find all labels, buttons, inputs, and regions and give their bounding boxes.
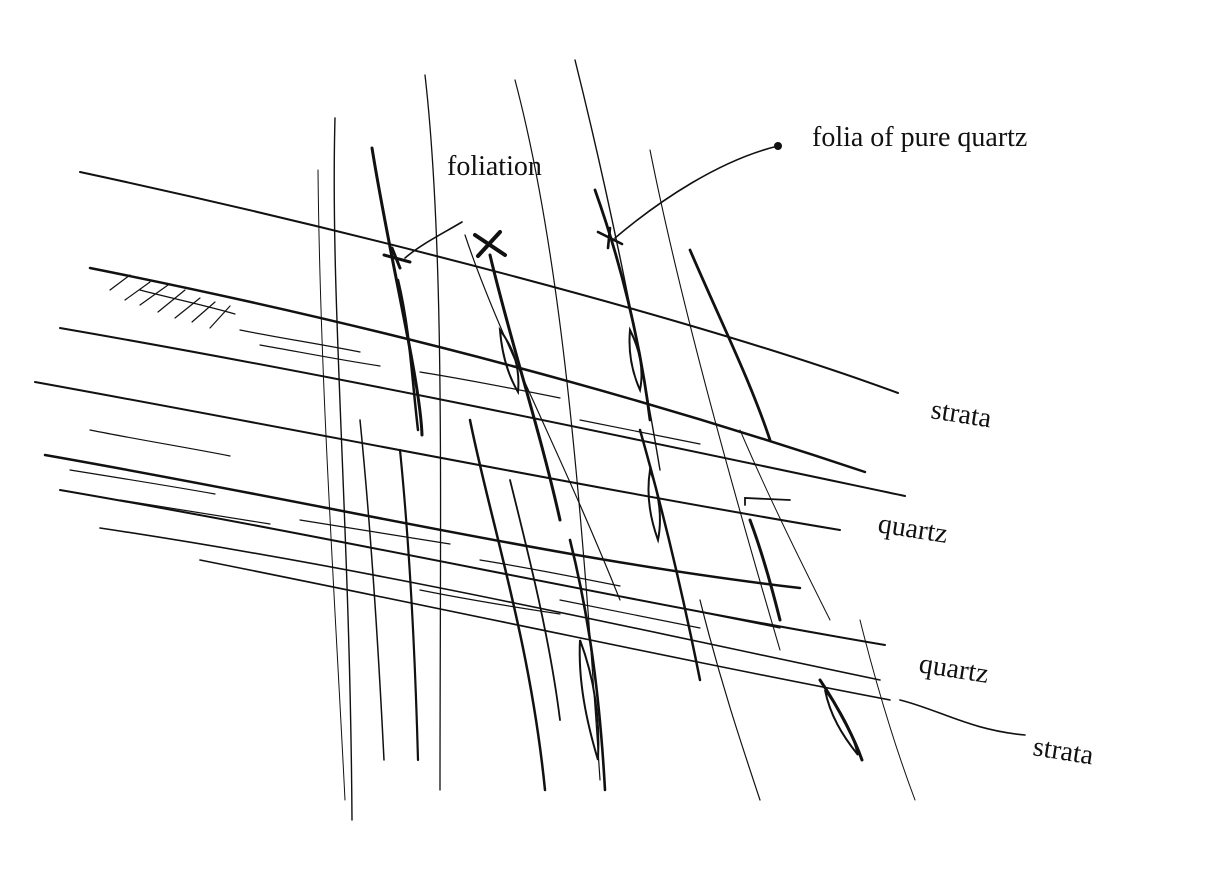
foliation-line [488, 253, 562, 522]
quartz-lens [578, 639, 600, 761]
quartz-lens [824, 689, 859, 756]
hatch [109, 274, 131, 291]
foliation-line [464, 234, 621, 601]
hatch [419, 589, 561, 615]
folia-quartz-leader-dot [774, 142, 782, 150]
foliation-line [568, 538, 607, 792]
foliation-line [396, 278, 420, 432]
strata-lower-leader [899, 699, 1026, 736]
quartz-lens [628, 326, 643, 394]
markers [382, 226, 624, 270]
hatch [559, 599, 701, 629]
foliation-line [370, 146, 424, 437]
hatch [69, 469, 216, 495]
label-foliation: foliation [447, 151, 542, 182]
label-folia-of-pure-quartz: folia of pure quartz [812, 122, 1027, 153]
foliation-lines [317, 59, 916, 821]
hatch [124, 281, 151, 301]
foliation-line [748, 518, 782, 622]
foliation-line [593, 188, 652, 422]
label-strata-lower: strata [1031, 731, 1096, 771]
marker-foliation-left [382, 246, 412, 270]
quartz-lenses [498, 326, 859, 761]
foliation-line [359, 419, 385, 761]
foliation-leader [404, 221, 463, 259]
foliation-line [317, 169, 346, 801]
hatch [139, 289, 236, 315]
foliation-line [468, 418, 547, 792]
stratum-line-6 [59, 489, 886, 646]
hatch [259, 344, 381, 367]
strata-lines [34, 171, 906, 701]
hatch [209, 305, 231, 329]
stratum-line-3 [59, 327, 906, 497]
stratum-line-5 [43, 453, 802, 590]
foliation-line [739, 429, 831, 621]
hatch [479, 559, 621, 587]
foliation-line [333, 117, 353, 821]
foliation-line [859, 619, 916, 801]
hatch [299, 519, 451, 545]
foliation-line [509, 479, 561, 721]
foliation-line [398, 448, 420, 762]
stratum-kink [744, 497, 791, 506]
hatch [639, 599, 781, 629]
stratum-line-1 [79, 171, 899, 394]
stratum-line-7 [99, 527, 881, 681]
stratum-line-4 [34, 381, 841, 531]
hatch [89, 429, 231, 457]
foliation-line [699, 599, 761, 801]
hatch [191, 301, 216, 323]
marker-foliation-center [473, 230, 507, 258]
hatch [419, 371, 561, 399]
label-quartz-lower: quartz [917, 648, 991, 690]
hatch [119, 499, 271, 525]
foliation-line [424, 74, 442, 791]
label-strata-upper: strata [929, 394, 994, 434]
leader-lines [404, 145, 1026, 736]
label-quartz-upper: quartz [876, 508, 950, 550]
quartz-lens [647, 466, 661, 544]
foliation-line [638, 428, 702, 682]
strata-hatching [69, 274, 781, 629]
hatch [239, 329, 361, 353]
stratum-line-8 [199, 559, 891, 701]
hatch [139, 284, 169, 306]
foliation-line [649, 149, 781, 651]
foliation-line [688, 248, 772, 442]
hatch [174, 297, 201, 319]
marker-folia-quartz [596, 226, 624, 250]
folia-quartz-leader [614, 145, 779, 239]
stratum-line-2 [88, 266, 867, 474]
hatch [157, 289, 186, 313]
quartz-lens [498, 326, 520, 396]
